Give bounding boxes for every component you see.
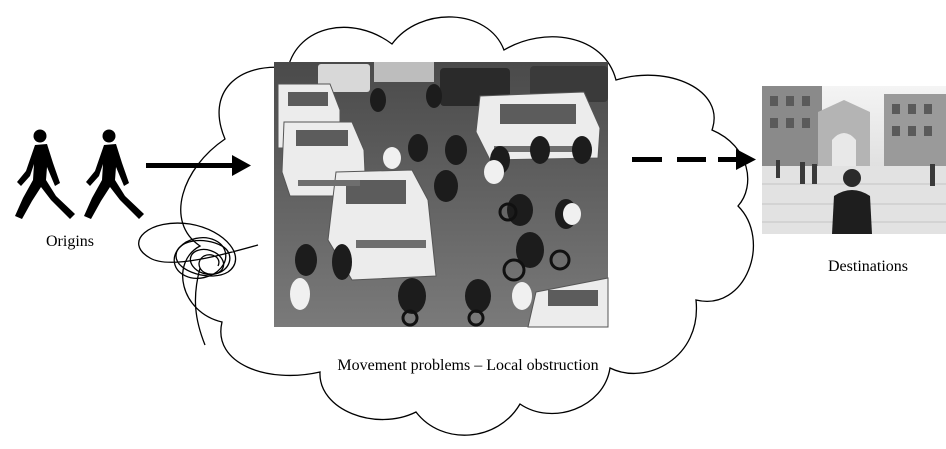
walking-person-icon	[15, 129, 144, 219]
solid-arrow	[146, 155, 251, 176]
cloud-caption: Movement problems – Local obstruction	[337, 357, 599, 374]
destinations-label: Destinations	[828, 258, 908, 275]
origins-label: Origins	[46, 233, 94, 250]
destination-photo	[762, 86, 946, 234]
circular-scribble	[138, 222, 259, 346]
dashed-arrow	[632, 149, 756, 170]
traffic-photo	[274, 62, 609, 328]
